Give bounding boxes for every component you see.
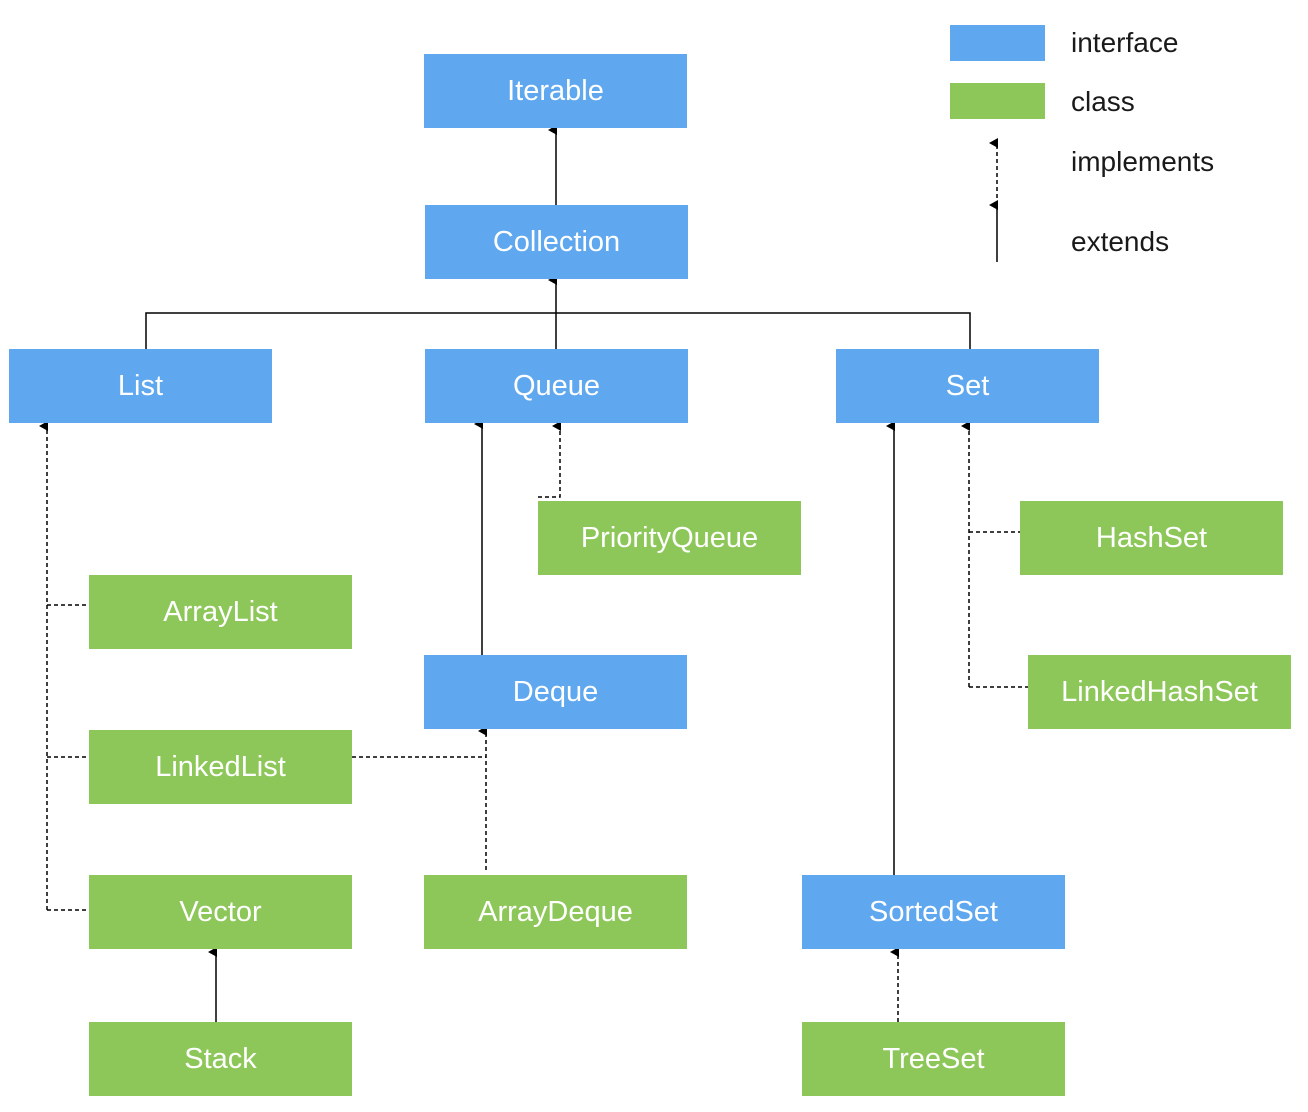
edge-deque-implementations <box>352 726 487 870</box>
node-sortedset-label: SortedSet <box>869 895 998 928</box>
node-list: List <box>9 349 272 423</box>
node-hashset: HashSet <box>1020 501 1283 575</box>
node-iterable: Iterable <box>424 54 687 128</box>
node-arraylist: ArrayList <box>89 575 352 649</box>
node-arraylist-label: ArrayList <box>163 595 278 628</box>
node-collection-label: Collection <box>492 225 621 258</box>
edge-set-implementations <box>961 421 1028 688</box>
node-arraydeque: ArrayDeque <box>424 875 687 949</box>
node-vector-label: Vector <box>179 895 262 928</box>
node-queue-label: Queue <box>512 369 601 402</box>
node-linkedlist: LinkedList <box>89 730 352 804</box>
legend-class-label: class <box>1071 86 1135 117</box>
node-queue: Queue <box>425 349 688 423</box>
legend-class-swatch <box>950 83 1045 119</box>
node-treeset: TreeSet <box>802 1022 1065 1096</box>
node-linkedlist-label: LinkedList <box>155 750 286 783</box>
legend-extends-label: extends <box>1071 226 1170 257</box>
node-set: Set <box>836 349 1099 423</box>
node-linkedhashset-label: LinkedHashSet <box>1061 675 1258 708</box>
node-vector: Vector <box>89 875 352 949</box>
node-arraydeque-label: ArrayDeque <box>478 895 633 928</box>
node-priorityqueue-label: PriorityQueue <box>580 521 759 554</box>
node-deque-label: Deque <box>512 675 599 708</box>
node-list-label: List <box>117 369 164 402</box>
node-linkedhashset: LinkedHashSet <box>1028 655 1291 729</box>
node-stack: Stack <box>89 1022 352 1096</box>
edge-subinterfaces-extend-collection <box>145 275 971 349</box>
node-hashset-label: HashSet <box>1095 521 1208 554</box>
node-set-label: Set <box>945 369 990 402</box>
legend-implements-label: implements <box>1071 146 1215 177</box>
node-iterable-label: Iterable <box>507 74 604 107</box>
node-deque: Deque <box>424 655 687 729</box>
node-stack-label: Stack <box>184 1042 257 1075</box>
legend-interface-label: interface <box>1071 27 1179 58</box>
edge-list-implementations <box>39 421 89 911</box>
node-treeset-label: TreeSet <box>882 1042 985 1075</box>
edge-priorityqueue-implements-queue <box>538 421 561 498</box>
node-sortedset: SortedSet <box>802 875 1065 949</box>
node-priorityqueue: PriorityQueue <box>538 501 801 575</box>
node-collection: Collection <box>425 205 688 279</box>
legend-interface-swatch <box>950 25 1045 61</box>
